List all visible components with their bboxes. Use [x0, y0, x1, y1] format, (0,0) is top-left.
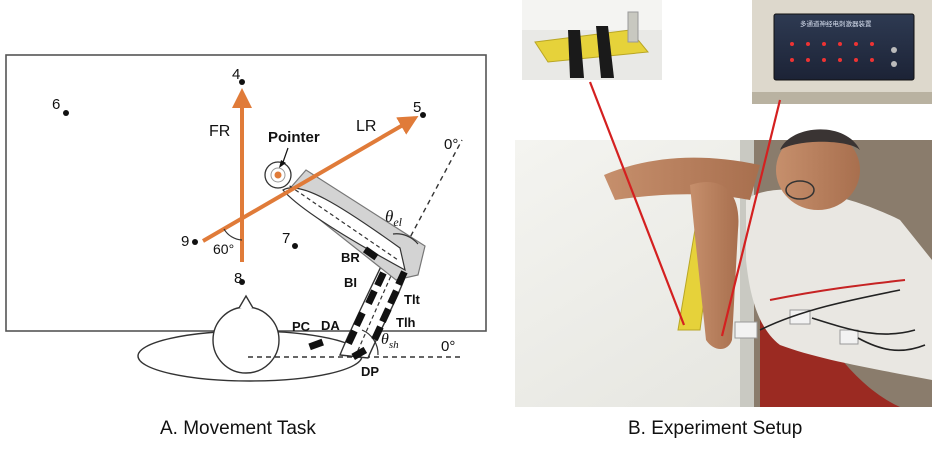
shoulder-theta: θ	[381, 331, 389, 348]
target-label-9: 5	[413, 99, 421, 116]
target-dot-4	[292, 243, 298, 249]
connector-line-splint	[588, 81, 686, 326]
electrode-pc	[308, 338, 324, 351]
caption-experiment-setup: B. Experiment Setup	[628, 418, 803, 439]
pointer-leader-head	[279, 160, 286, 168]
electrode-wires	[759, 289, 926, 352]
device-knobs	[790, 42, 897, 67]
strap-left	[568, 30, 584, 78]
photo-electrode-1	[734, 321, 758, 339]
experiment-setup-panel: 多通道神经电刺激器装置	[515, 0, 932, 407]
sixty-degree-arc	[223, 228, 243, 241]
electrode-bi-2	[365, 289, 378, 306]
device-front-panel	[773, 13, 915, 81]
elbow-zero-label: 0°	[444, 136, 458, 153]
muscle-label-pc: PC	[292, 319, 311, 334]
electrode-da-1	[353, 311, 366, 328]
subject-shirt	[746, 189, 932, 380]
electrode-da-2	[345, 329, 358, 346]
muscle-label-tlh: Tlh	[396, 315, 416, 330]
muscle-label-tlt: Tlt	[404, 292, 421, 307]
muscle-label-dp: DP	[361, 364, 379, 379]
connector-line-stimulator	[720, 99, 782, 337]
upper-arm-centerline	[354, 259, 399, 358]
target-dot-5	[239, 279, 245, 285]
photo-electrode-3	[839, 329, 859, 345]
target-label-4: 7	[282, 230, 290, 247]
electrode-tlh-2	[371, 325, 384, 342]
muscle-label-br: BR	[341, 250, 360, 265]
shoulder-angle-arc	[361, 329, 379, 356]
target-dot-8	[239, 79, 245, 85]
forearm-centerline	[277, 177, 399, 261]
muscle-label-bi: BI	[344, 275, 357, 290]
electrode-tlt-1	[395, 270, 408, 287]
target-label-8: 4	[232, 66, 240, 83]
electrode-tlh-1	[379, 307, 392, 324]
lr-axis-arrow	[201, 115, 419, 243]
device-panel-text: 多通道神经电刺激器装置	[800, 19, 872, 28]
elbow-theta: θ	[385, 207, 393, 226]
red-wires	[769, 279, 906, 301]
caption-movement-task: A. Movement Task	[160, 418, 316, 439]
electrode-tlt-2	[387, 289, 400, 306]
head-outline	[212, 306, 280, 374]
strap-right	[596, 26, 614, 78]
fr-axis-label: FR	[209, 123, 230, 140]
electrode-br	[362, 246, 379, 261]
pointer-dot	[274, 171, 282, 179]
target-dot-9	[420, 112, 426, 118]
subject-glasses	[785, 180, 815, 200]
shoulder-zero-label: 0°	[441, 338, 455, 355]
sixty-degree-label: 60°	[213, 241, 234, 257]
target-dot-7	[63, 110, 69, 116]
movement-task-panel: 7 8 9 6 4 5 FR LR 60° 0° 0° Pointer θel …	[5, 54, 487, 382]
muscle-label-da: DA	[321, 318, 340, 333]
elbow-angle-arc	[392, 233, 419, 245]
target-label-7: 6	[52, 96, 60, 113]
target-label-6: 9	[181, 233, 189, 250]
forearm-outline	[282, 187, 406, 272]
nose-outline	[238, 294, 254, 309]
elbow-subscript: el	[393, 215, 402, 229]
workspace-boundary	[5, 54, 487, 332]
lr-axis-label: LR	[356, 118, 376, 135]
target-dot-6	[192, 239, 198, 245]
splint-photo	[522, 0, 662, 80]
electrode-bi-1	[374, 271, 387, 288]
electrode-dp	[351, 346, 368, 360]
pointer-label: Pointer	[268, 129, 320, 146]
subject-photo	[515, 129, 932, 407]
stimulator-photo: 多通道神经电刺激器装置	[752, 0, 932, 104]
subject-head	[776, 130, 860, 210]
shoulder-subscript: sh	[389, 339, 399, 351]
shoulder-angle-label: θsh	[381, 331, 399, 351]
splint-bracket	[627, 11, 639, 43]
subject-right-arm	[690, 182, 739, 349]
target-label-5: 8	[234, 270, 242, 287]
elbow-angle-label: θel	[385, 207, 403, 229]
